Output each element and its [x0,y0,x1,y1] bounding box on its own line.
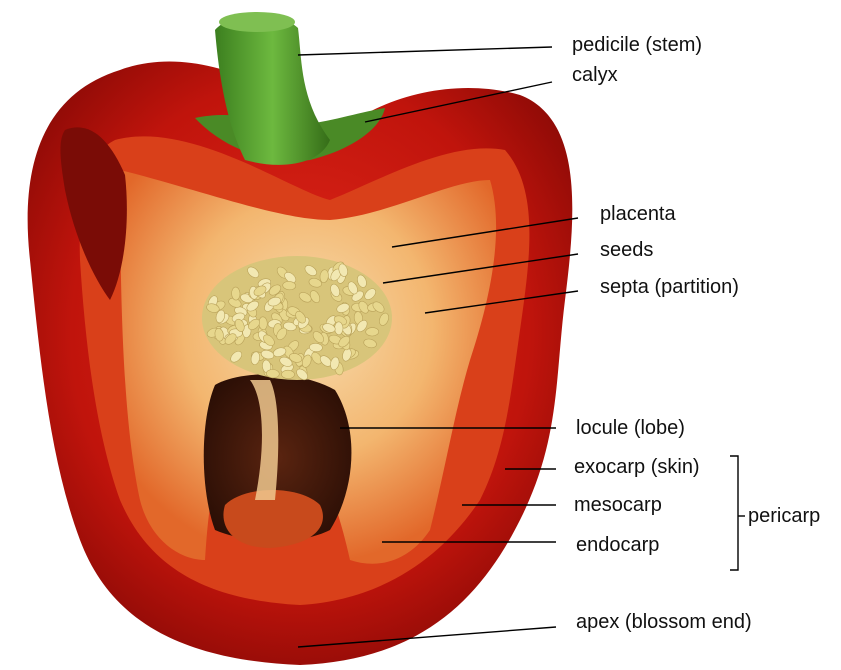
label-seeds: seeds [600,239,653,261]
label-mesocarp: mesocarp [574,494,662,516]
seed [366,327,379,336]
label-septa: septa (partition) [600,276,739,298]
label-placenta: placenta [600,203,676,225]
seed [281,370,294,379]
label-apex: apex (blossom end) [576,611,752,633]
label-calyx: calyx [572,64,618,86]
label-stem: pedicile (stem) [572,34,702,56]
seed [231,287,240,300]
seed [334,322,343,335]
label-locule: locule (lobe) [576,417,685,439]
label-exocarp: exocarp (skin) [574,456,700,478]
label-pericarp: pericarp [748,505,820,527]
pericarp-bracket [730,456,738,570]
label-endocarp: endocarp [576,534,659,556]
stem-cut-top [219,12,295,32]
leader-stem [298,47,552,55]
